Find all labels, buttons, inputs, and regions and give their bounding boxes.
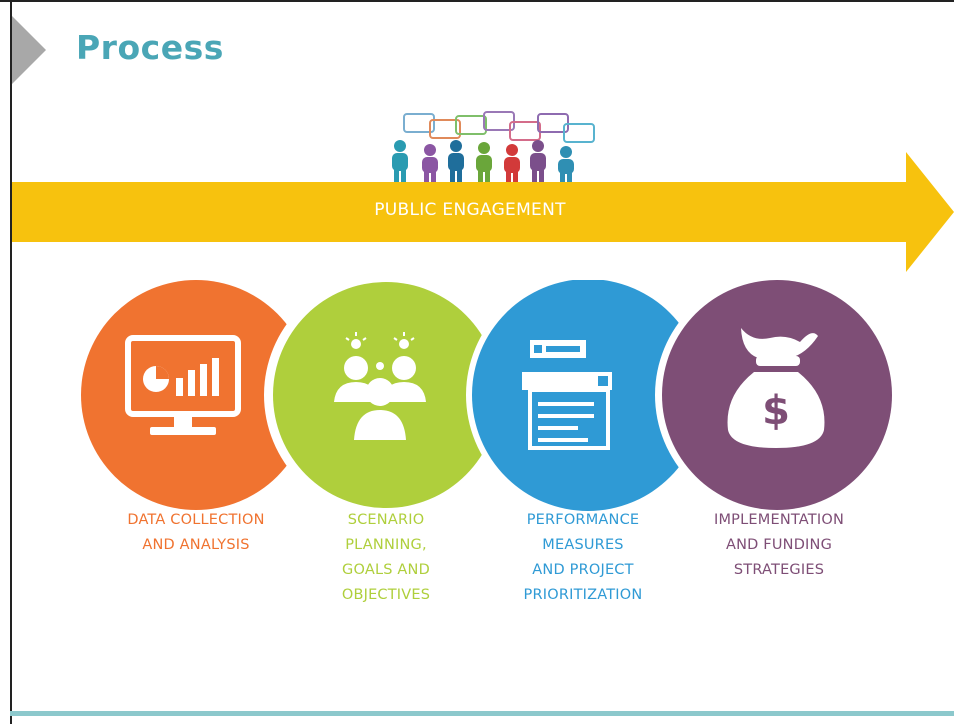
step-circle-performance <box>472 280 704 511</box>
slide-bottom-rule <box>10 711 954 716</box>
step-label-scenario-planning: SCENARIO PLANNING, GOALS AND OBJECTIVES <box>306 508 466 608</box>
step-label-line: GOALS AND <box>342 562 430 578</box>
step-label-line: IMPLEMENTATION <box>713 512 844 528</box>
public-engagement-label: PUBLIC ENGAGEMENT <box>374 200 566 220</box>
step-label-line: AND FUNDING <box>725 537 833 553</box>
slide-frame-left <box>10 0 12 724</box>
step-label-line: AND PROJECT <box>532 562 634 578</box>
slide-title: Process <box>76 28 224 67</box>
step-label-line: STRATEGIES <box>733 562 825 578</box>
process-steps-graphic: $ <box>81 280 899 517</box>
group-ideas-icon <box>334 332 426 440</box>
step-label-line: AND ANALYSIS <box>142 537 250 553</box>
people-talking-icon <box>392 111 595 184</box>
step-label-line: SCENARIO <box>347 512 425 528</box>
step-label-line: PRIORITIZATION <box>523 587 643 603</box>
step-label-line: MEASURES <box>542 537 624 553</box>
step-label-line: PLANNING, <box>345 537 427 553</box>
step-label-implementation: IMPLEMENTATION AND FUNDING STRATEGIES <box>684 508 874 583</box>
slide-frame-top <box>0 0 954 2</box>
step-label-line: PERFORMANCE <box>526 512 640 528</box>
step-label-line: OBJECTIVES <box>341 587 431 603</box>
document-list-icon <box>522 340 612 450</box>
step-label-performance-measures: PERFORMANCE MEASURES AND PROJECT PRIORIT… <box>488 508 678 608</box>
monitor-chart-icon <box>125 335 241 435</box>
money-bag-icon: $ <box>727 328 825 448</box>
svg-text:$: $ <box>762 388 790 434</box>
public-engagement-arrow <box>12 152 954 272</box>
step-label-line: DATA COLLECTION <box>127 512 265 528</box>
title-marker <box>12 16 46 84</box>
step-label-data-collection: DATA COLLECTION AND ANALYSIS <box>96 508 296 558</box>
